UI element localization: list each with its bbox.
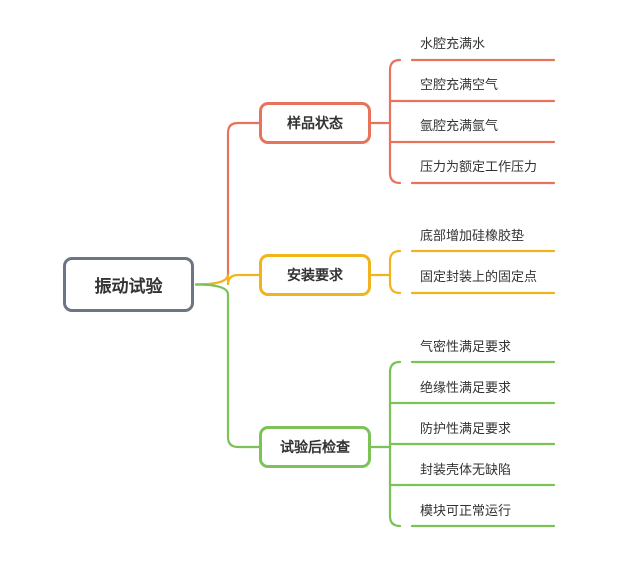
- root-label: 振动试验: [94, 277, 163, 297]
- connector-leaf-spine: [388, 249, 402, 295]
- connector-root-branch: [194, 273, 261, 286]
- branch-node-sample-state: 样品状态: [259, 102, 371, 144]
- leaf-item: 水腔充满水: [420, 37, 486, 52]
- leaf-item: 固定封装上的固定点: [420, 270, 538, 285]
- leaf-item: 压力为额定工作压力: [420, 160, 538, 175]
- branch-node-post-test-inspection: 试验后检查: [259, 426, 371, 468]
- leaf-item: 绝缘性满足要求: [420, 381, 512, 396]
- connector-leaf-spine: [388, 58, 402, 185]
- branch-node-install-requirements: 安装要求: [259, 254, 371, 296]
- connector-root-branch: [194, 283, 261, 449]
- leaf-item: 封装壳体无缺陷: [420, 463, 512, 478]
- root-node: 振动试验: [63, 257, 194, 312]
- leaf-item: 氩腔充满氩气: [420, 119, 499, 134]
- leaf-item: 空腔充满空气: [420, 78, 499, 93]
- connector-root-branch: [194, 121, 261, 286]
- branch-label: 安装要求: [287, 268, 343, 284]
- branch-label: 试验后检查: [280, 440, 350, 456]
- leaf-item: 模块可正常运行: [420, 504, 512, 519]
- leaf-item: 底部增加硅橡胶垫: [420, 229, 525, 244]
- leaf-item: 气密性满足要求: [420, 340, 512, 355]
- branch-label: 样品状态: [287, 116, 343, 132]
- leaf-item: 防护性满足要求: [420, 422, 512, 437]
